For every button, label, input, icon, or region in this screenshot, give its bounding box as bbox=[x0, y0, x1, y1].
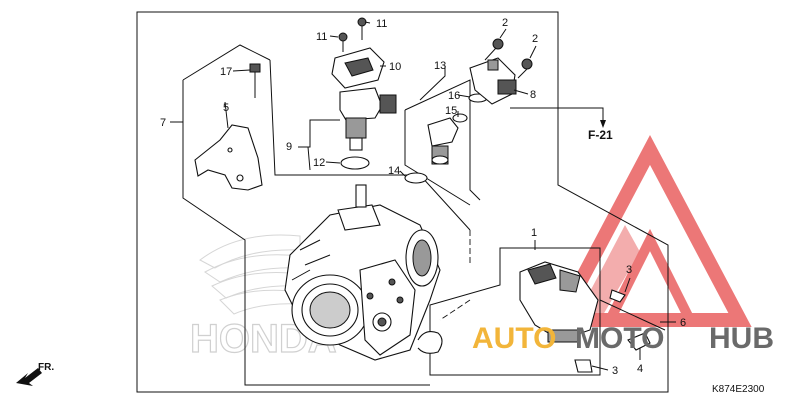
diagram-part-code: K874E2300 bbox=[712, 384, 765, 395]
callout-5: 5 bbox=[223, 102, 229, 114]
tps-sensor-unit-6 bbox=[519, 261, 599, 343]
callout-7: 7 bbox=[160, 117, 166, 129]
throttle-body-main bbox=[284, 184, 441, 361]
assembly-frame bbox=[136, 11, 669, 393]
injector-13-part bbox=[404, 93, 488, 184]
screws-3-4-part bbox=[574, 289, 651, 373]
watermark-auto: AUTO bbox=[472, 322, 556, 355]
callout-10: 10 bbox=[389, 61, 401, 73]
callout-11a: 11 bbox=[376, 18, 387, 30]
front-direction-arrow bbox=[16, 368, 42, 386]
callout-12: 12 bbox=[313, 157, 325, 169]
callout-17: 17 bbox=[220, 66, 232, 78]
bolts-2-part bbox=[484, 38, 533, 79]
injector-connector-8 bbox=[469, 57, 517, 105]
callout-11b: 11 bbox=[316, 31, 327, 43]
callout-6: 6 bbox=[680, 317, 686, 329]
brand-wing-ghost bbox=[199, 234, 301, 315]
callout-13: 13 bbox=[434, 60, 446, 72]
callout-9: 9 bbox=[286, 141, 292, 153]
watermark-hub: HUB bbox=[709, 322, 774, 355]
callout-16: 16 bbox=[448, 90, 460, 102]
callout-2a: 2 bbox=[502, 17, 508, 29]
callout-4: 4 bbox=[637, 363, 643, 375]
callout-leaders bbox=[170, 21, 676, 371]
idle-air-control-valve-9 bbox=[339, 87, 397, 151]
oring-12-part bbox=[340, 156, 370, 170]
leader-sensor-group bbox=[429, 247, 601, 376]
hidden-lines bbox=[439, 230, 471, 321]
arrow-f21 bbox=[600, 120, 606, 128]
screws-11-part bbox=[338, 17, 367, 52]
callout-3b: 3 bbox=[612, 365, 618, 377]
callout-14: 14 bbox=[388, 165, 400, 177]
callout-1: 1 bbox=[531, 227, 537, 239]
cable-bracket-part bbox=[194, 101, 263, 191]
group-bracket-7 bbox=[182, 44, 430, 386]
callout-15: 15 bbox=[445, 105, 457, 117]
callout-3a: 3 bbox=[626, 264, 632, 276]
leader-sensor-6 bbox=[599, 299, 666, 331]
callout-8: 8 bbox=[530, 89, 536, 101]
leader-injector-group bbox=[404, 79, 481, 206]
sensor-cover-plate-10 bbox=[331, 47, 385, 89]
leader-f21 bbox=[510, 107, 604, 122]
front-label: FR. bbox=[38, 362, 54, 373]
callout-2b: 2 bbox=[532, 33, 538, 45]
bolt-17-part bbox=[249, 63, 261, 98]
watermark-moto: MOTO bbox=[575, 322, 664, 355]
gasket-small-part bbox=[417, 331, 443, 354]
leader-cable-bracket bbox=[269, 59, 471, 231]
cross-reference-f21: F-21 bbox=[588, 128, 613, 142]
